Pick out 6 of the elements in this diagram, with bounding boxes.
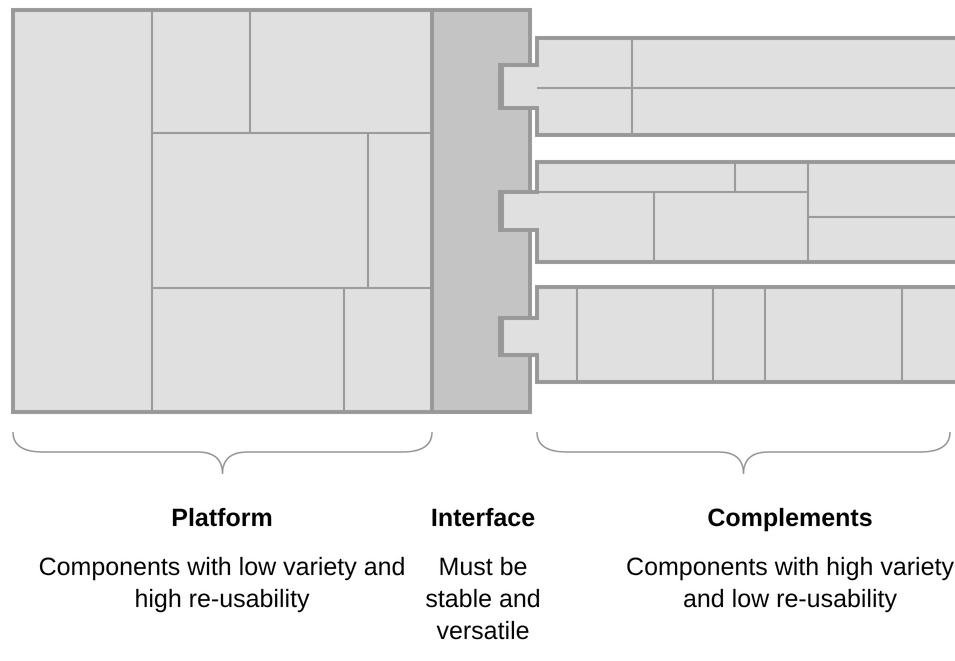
description: Must be stable and versatile (424, 552, 542, 647)
description: Components with high variety and low re-usability (625, 552, 955, 615)
heading: Interface (430, 503, 536, 534)
description: Components with low variety and high re-usability (38, 552, 406, 615)
heading: Platform (170, 503, 274, 534)
heading: Complements (706, 503, 874, 534)
